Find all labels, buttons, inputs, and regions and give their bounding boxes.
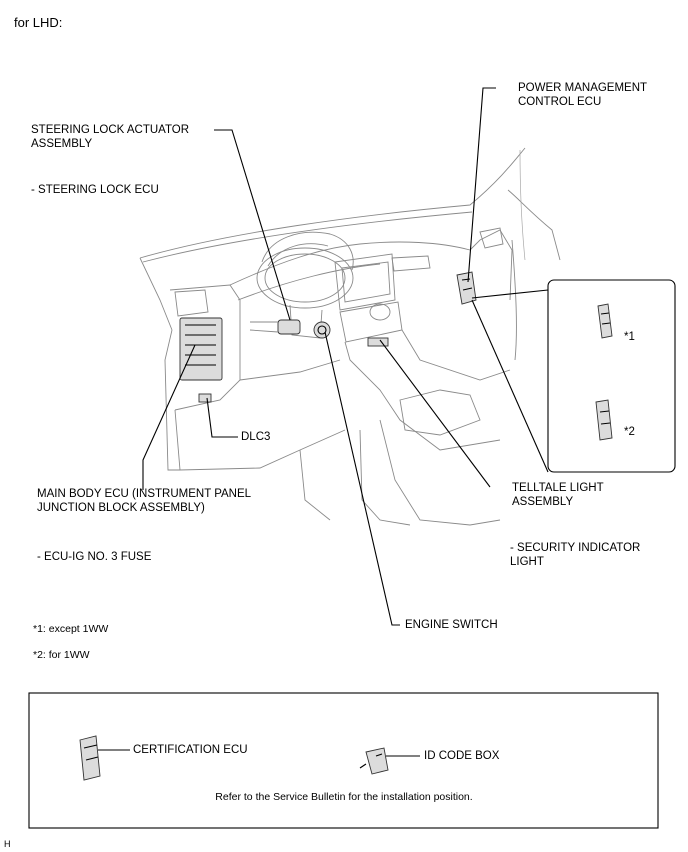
variant-inset-box	[547, 279, 676, 473]
leader-lines	[142, 87, 549, 626]
security-indicator-label: - SECURITY INDICATOR LIGHT	[510, 542, 641, 568]
note-1: *1: except 1WW	[33, 623, 109, 635]
certification-ecu-label: CERTIFICATION ECU	[133, 744, 248, 756]
certification-ecu-icon	[79, 735, 130, 781]
dashboard-drawing	[139, 147, 561, 526]
variant-2-marker: *2	[624, 426, 635, 438]
id-code-box-label: ID CODE BOX	[424, 750, 500, 762]
steering-lock-ecu-label: - STEERING LOCK ECU	[31, 184, 159, 196]
variant-1-marker: *1	[624, 331, 635, 343]
certification-ecu-variant-1-icon	[597, 303, 613, 339]
legend-instruction: Refer to the Service Bulletin for the in…	[215, 791, 473, 803]
page-title: for LHD:	[14, 15, 63, 30]
dlc3-label: DLC3	[241, 431, 271, 443]
ecu-ig-fuse-label: - ECU-IG NO. 3 FUSE	[37, 551, 152, 563]
engine-switch-label: ENGINE SWITCH	[405, 619, 498, 631]
id-code-box-icon	[359, 747, 420, 775]
figure-marker: H	[4, 839, 11, 849]
telltale-light-label: TELLTALE LIGHT ASSEMBLY	[512, 482, 604, 508]
legend-box-frame	[28, 692, 659, 829]
steering-lock-actuator-label: STEERING LOCK ACTUATOR ASSEMBLY	[31, 124, 190, 150]
certification-ecu-variant-2-icon	[595, 399, 613, 441]
power-management-label: POWER MANAGEMENT CONTROL ECU	[518, 82, 648, 108]
note-2: *2: for 1WW	[33, 649, 90, 661]
main-body-ecu-label: MAIN BODY ECU (INSTRUMENT PANEL JUNCTION…	[37, 488, 252, 514]
